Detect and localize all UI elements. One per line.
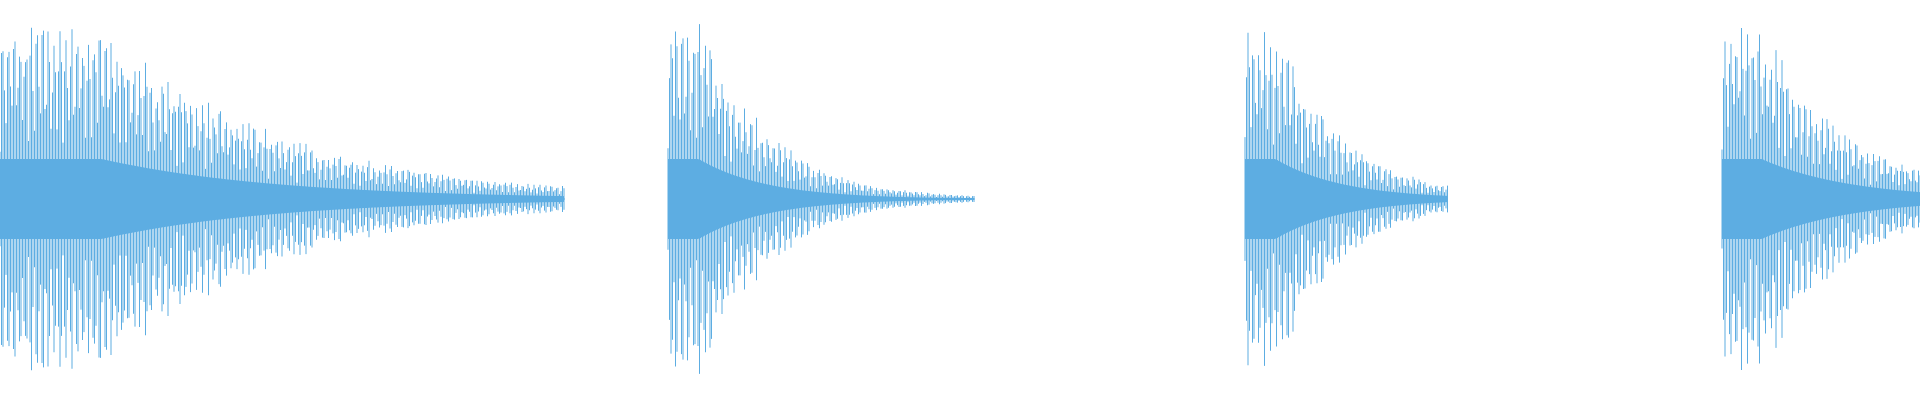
waveform-clip-3 bbox=[1244, 32, 1448, 366]
waveform-clips bbox=[0, 24, 1920, 374]
waveform-clip-2 bbox=[667, 24, 975, 374]
waveform-clip-1 bbox=[0, 27, 565, 371]
waveform-clip-4 bbox=[1721, 28, 1920, 370]
